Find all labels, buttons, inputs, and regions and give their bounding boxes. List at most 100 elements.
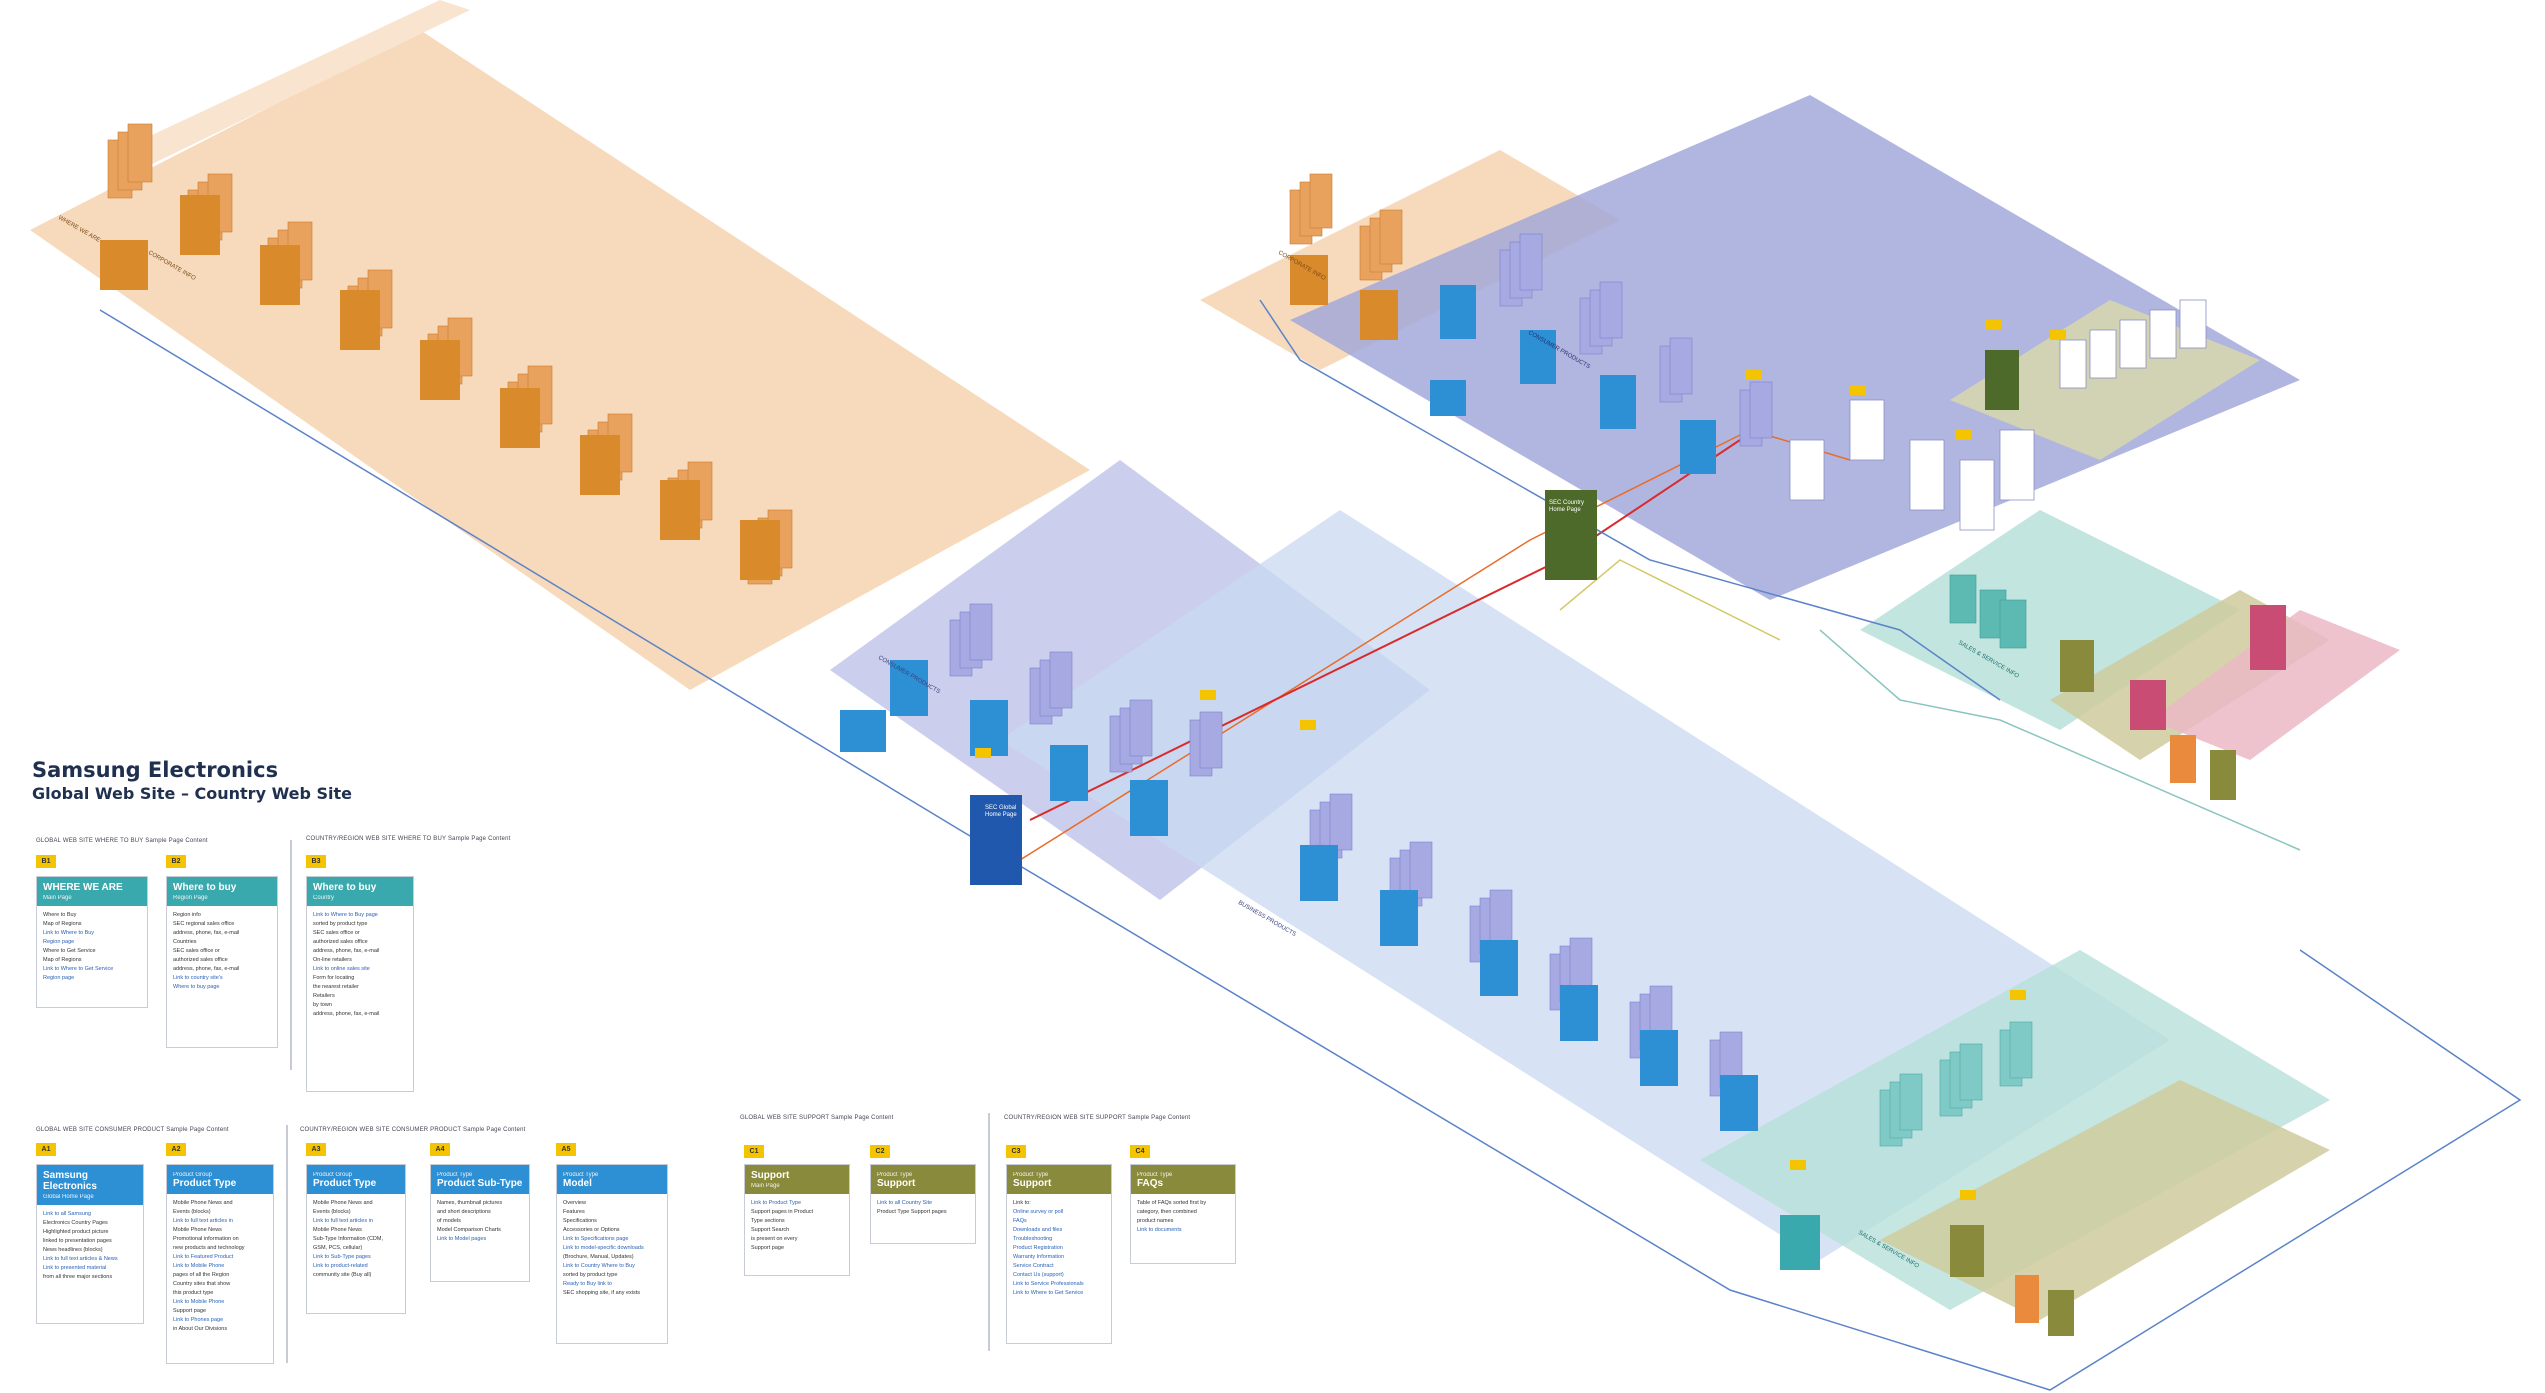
card-line: Support page: [173, 1308, 207, 1314]
card-line: SEC shopping site, if any exists: [563, 1290, 641, 1296]
card-link: Region page: [43, 975, 75, 981]
global-consumer-stacks: [949, 603, 1223, 777]
yellow-flags: [975, 320, 2066, 1200]
card-where-to-buy-region: Where to buy Region Page Region info SEC…: [166, 876, 278, 1048]
card-subtitle: Main Page: [751, 1183, 780, 1189]
card-link: Link to full text articles in: [313, 1218, 373, 1224]
card-line: and short descriptions: [437, 1209, 491, 1215]
card-subtitle: Global Home Page: [43, 1194, 94, 1200]
card-tag: B1: [36, 855, 56, 868]
card-line: Form for locating: [313, 975, 355, 981]
country-pink-card: [2130, 680, 2166, 730]
country-olive-card: [2060, 640, 2094, 692]
card-link: Link to Mobile Phone: [173, 1263, 225, 1269]
card-line: of models: [437, 1218, 461, 1224]
card-line: the nearest retailer: [313, 984, 359, 990]
country-home-node: [1545, 490, 1597, 580]
legend-divider: [286, 1125, 288, 1363]
card-line: pages of all the Region: [173, 1272, 230, 1278]
country-corporate-card: [1290, 255, 1328, 305]
legend-group-heading: COUNTRY/REGION WEB SITE SUPPORT Sample P…: [1004, 1115, 1191, 1121]
card-link: Link to Featured Product: [173, 1254, 234, 1260]
card-link: Link to model-specific downloads: [563, 1245, 644, 1251]
card-line: sorted by product type: [563, 1272, 618, 1278]
card-title: Model: [563, 1178, 592, 1189]
card-link: Link to all Samsung: [43, 1211, 91, 1217]
card-line: address, phone, fax, e-mail: [173, 966, 240, 972]
card-line: Names, thumbnail pictures: [437, 1200, 503, 1206]
legend-group-heading: GLOBAL WEB SITE SUPPORT Sample Page Cont…: [740, 1115, 894, 1121]
card-link: Link to presented material: [43, 1265, 107, 1271]
card-support-product-type-country: Product Type Support Link to: Online sur…: [1006, 1164, 1112, 1344]
card-line: GSM, PCS, cellular): [313, 1245, 363, 1251]
card-line: Mobile Phone News and: [173, 1200, 233, 1206]
card-support-product-type-global: Product Type Support Link to all Country…: [870, 1164, 976, 1244]
card-title: Product Type: [313, 1178, 377, 1189]
card-link: Contact Us (support): [1013, 1272, 1064, 1278]
card-tag: A4: [430, 1143, 450, 1156]
card-line: product names: [1137, 1218, 1174, 1224]
card-line: Model Comparison Charts: [437, 1227, 501, 1233]
card-link: Online survey or poll: [1013, 1209, 1064, 1215]
country-sales-stacks: [1949, 574, 2027, 649]
legend-group-global-support: GLOBAL WEB SITE SUPPORT Sample Page Cont…: [740, 1115, 894, 1121]
diagram-title: Samsung Electronics Global Web Site – Co…: [32, 758, 352, 803]
card-line: Map of Regions: [43, 957, 82, 963]
card-line: Events (blocks): [313, 1209, 351, 1215]
card-link: Link to Model pages: [437, 1236, 487, 1242]
card-link: Link to Country Where to Buy: [563, 1263, 635, 1269]
card-faqs: Product Type FAQs Table of FAQs sorted f…: [1130, 1164, 1236, 1264]
country-pink-plane: [2150, 610, 2400, 760]
country-consumer-cards: [1430, 285, 1716, 474]
card-line: On-line retailers: [313, 957, 352, 963]
card-line: Countries: [173, 939, 197, 945]
card-samsung-electronics: Samsung Electronics Global Home Page Lin…: [36, 1164, 144, 1324]
global-corporate-plane-band: [120, 0, 470, 165]
card-line: community site (Buy all): [313, 1272, 372, 1278]
legend-group-country-support: COUNTRY/REGION WEB SITE SUPPORT Sample P…: [1004, 1115, 1190, 1121]
card-title: Samsung Electronics: [43, 1170, 97, 1192]
country-orange-card: [2170, 735, 2196, 783]
card-title: Support: [877, 1178, 916, 1189]
country-home-label: SEC Country Home Page: [1549, 500, 1585, 513]
card-line: sorted by product type: [313, 921, 368, 927]
card-link: Link to Where to Buy: [43, 930, 95, 936]
card-title: WHERE WE ARE: [43, 882, 123, 893]
title-line-1: Samsung Electronics: [32, 758, 279, 782]
card-link: Link to Product Type: [751, 1200, 802, 1206]
legend-group-global-where: GLOBAL WEB SITE WHERE TO BUY Sample Page…: [36, 838, 208, 844]
global-home-label: SEC Global Home Page: [985, 805, 1017, 818]
card-tag: B2: [166, 855, 186, 868]
title-line-2: Global Web Site – Country Web Site: [32, 784, 353, 803]
card-title: Where to buy: [173, 882, 237, 893]
card-line: Electronics Country Pages: [43, 1220, 108, 1226]
card-subtitle: Product Type: [563, 1172, 599, 1178]
card-where-we-are: WHERE WE ARE Main Page Where to Buy Map …: [36, 876, 148, 1008]
card-link: Link to Where to Get Service: [1013, 1290, 1084, 1296]
card-tag: C2: [870, 1145, 890, 1158]
global-sales-stacks: [1879, 1021, 2033, 1147]
card-line: Support page: [751, 1245, 785, 1251]
card-subtitle: Product Type: [437, 1172, 473, 1178]
global-consumer-section-cards: [840, 660, 1168, 836]
legend-group-heading: GLOBAL WEB SITE WHERE TO BUY Sample Page…: [36, 838, 208, 844]
card-line: Support Search: [751, 1227, 790, 1233]
card-line: (Brochure, Manual, Updates): [563, 1254, 634, 1260]
card-line: Promotional information on: [173, 1236, 239, 1242]
card-subtitle: Product Group: [313, 1172, 353, 1178]
card-line: authorized sales office: [173, 957, 228, 963]
legend-group-country-consumer: COUNTRY/REGION WEB SITE CONSUMER PRODUCT…: [300, 1127, 526, 1133]
country-support-node: [1985, 350, 2019, 410]
card-link: Link to all Country Site: [877, 1200, 933, 1206]
card-line: by town: [313, 1002, 332, 1008]
card-line: address, phone, fax, e-mail: [313, 1011, 380, 1017]
card-line: Accessories or Options: [563, 1227, 620, 1233]
card-link: Link to product-related: [313, 1263, 368, 1269]
card-line: authorized sales office: [313, 939, 368, 945]
card-link: Link to Mobile Phone: [173, 1299, 225, 1305]
country-detail-pages: [1789, 299, 2207, 531]
card-subtitle: Region Page: [173, 895, 208, 901]
card-line: Retailers: [313, 993, 335, 999]
card-product-sub-type: Product Type Product Sub-Type Names, thu…: [430, 1164, 530, 1282]
